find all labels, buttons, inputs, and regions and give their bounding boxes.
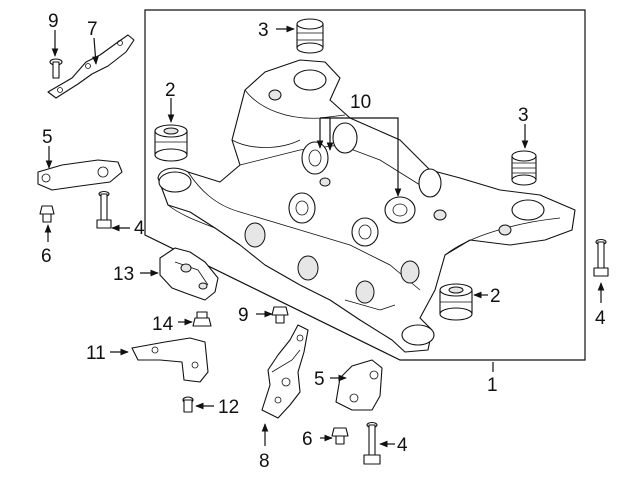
callout-10: 10 (350, 92, 371, 113)
callout-2-right: 2 (490, 286, 501, 307)
bolt-9-top (49, 58, 63, 79)
bolt-4-left (96, 190, 112, 229)
callout-12: 12 (218, 397, 239, 418)
nut-14 (192, 311, 212, 327)
callout-7: 7 (87, 19, 98, 40)
bushing-2-right (439, 283, 473, 321)
bushing-2-left (154, 124, 188, 162)
bushing-3-right (511, 150, 537, 186)
callout-9-top: 9 (48, 11, 59, 32)
callout-2-left: 2 (165, 80, 176, 101)
callout-1: 1 (487, 375, 498, 396)
callout-13: 13 (113, 264, 134, 285)
bracket-13 (159, 247, 219, 301)
bracket-5-left (37, 159, 123, 191)
bracket-7 (47, 34, 135, 99)
bushing-10-group (288, 122, 442, 247)
callout-5-left: 5 (42, 127, 53, 148)
callout-8: 8 (259, 451, 270, 472)
bracket-8 (261, 324, 309, 419)
callout-11: 11 (86, 343, 106, 364)
callout-6-left: 6 (41, 246, 52, 267)
callout-9-lower: 9 (238, 305, 249, 326)
callout-3-right: 3 (518, 105, 529, 126)
assembly-outline (144, 9, 586, 361)
callout-labels: 9 7 3 2 10 3 5 6 4 13 14 11 12 9 8 5 6 4… (41, 11, 606, 472)
subframe-crossmember (157, 59, 576, 353)
bolt-4-right (593, 238, 609, 277)
bracket-11 (131, 337, 209, 383)
callout-14: 14 (152, 314, 174, 335)
callout-4-lower: 4 (397, 435, 408, 456)
bolt-4-lower (363, 421, 381, 465)
callout-4-right: 4 (595, 308, 606, 329)
bolt-6-left (39, 205, 55, 223)
bolt-12 (182, 396, 194, 413)
leader-lines (44, 25, 605, 448)
bolt-9-lower (271, 306, 289, 324)
bolt-6-lower (331, 427, 349, 445)
callout-4-left: 4 (134, 218, 145, 239)
callout-6-lower: 6 (302, 429, 313, 450)
bracket-5-lower (335, 359, 383, 411)
bushing-3-top (296, 18, 324, 54)
callout-3-top: 3 (258, 20, 269, 41)
callout-5-lower: 5 (314, 369, 325, 390)
